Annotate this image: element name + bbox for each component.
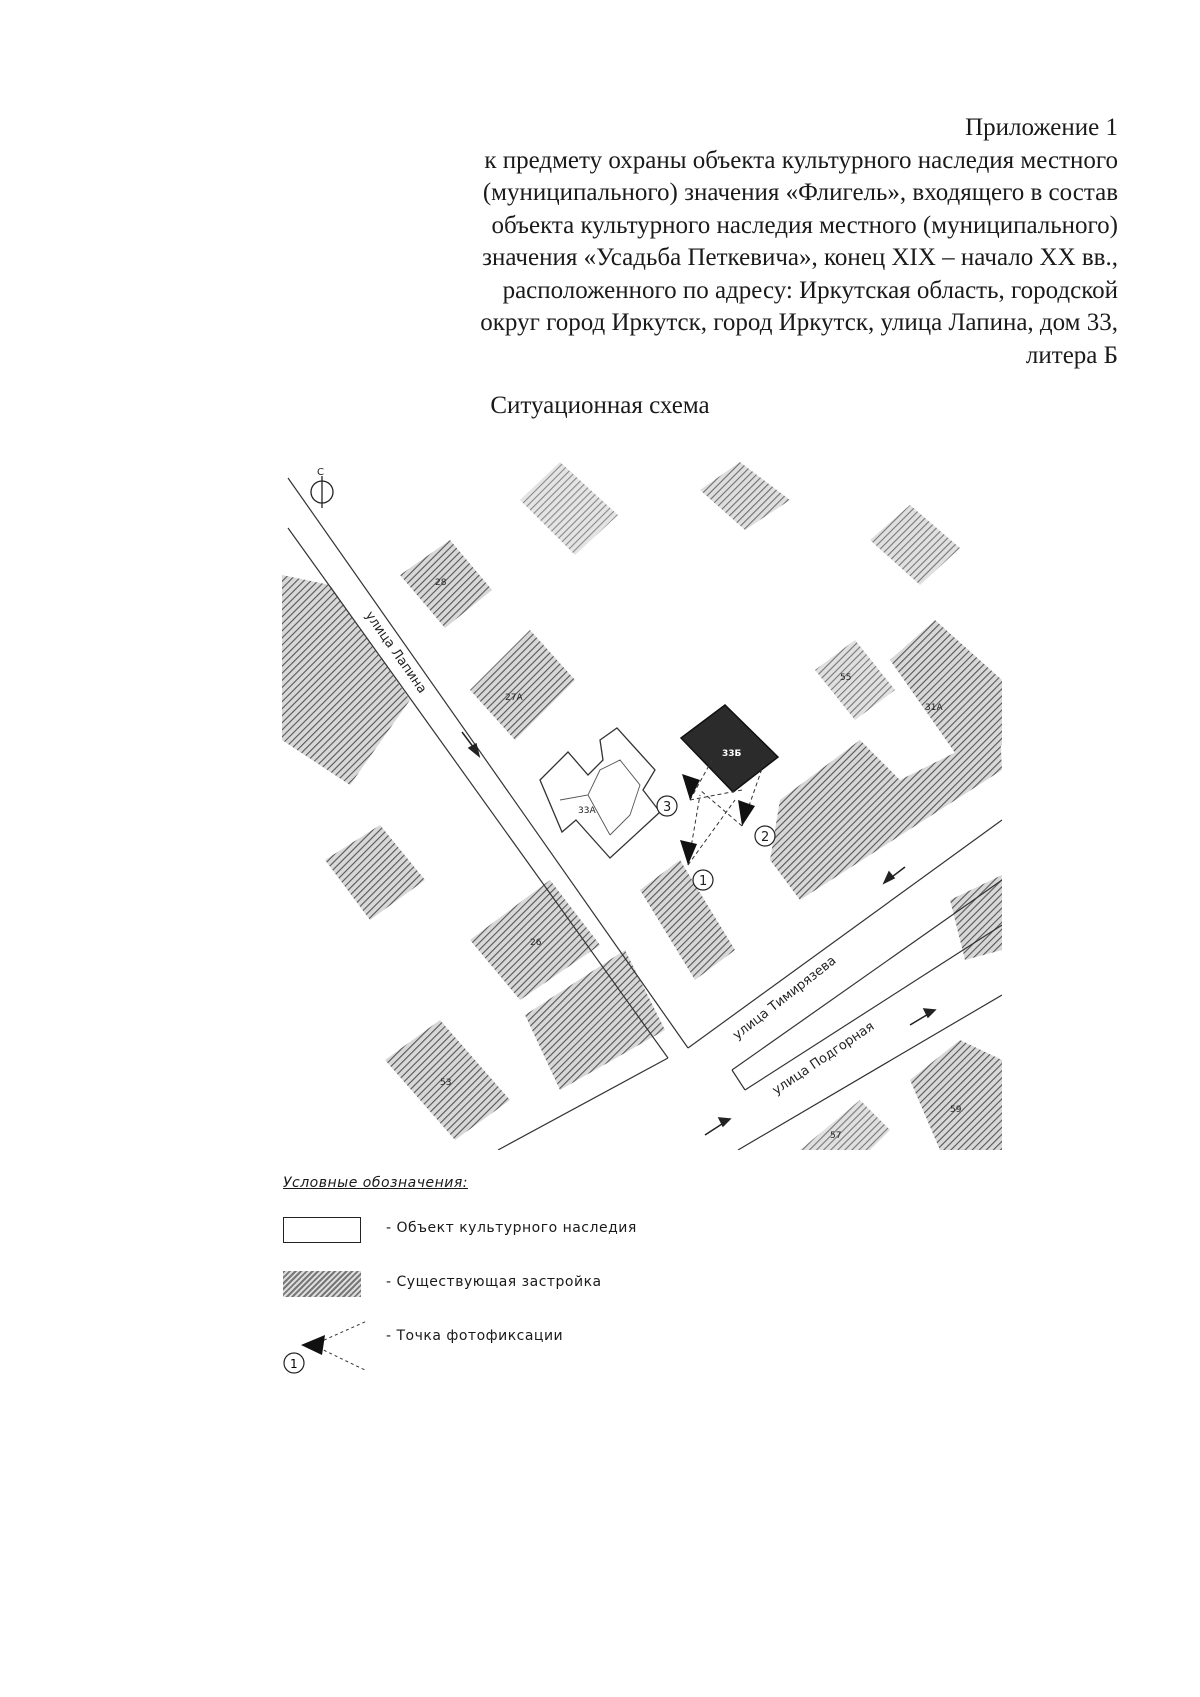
photo-point-label-2: 2 [761,830,769,845]
heritage-swatch-icon [283,1217,361,1243]
heritage-building-33a [539,727,661,859]
existing-building [890,620,1002,760]
existing-building [525,950,665,1090]
existing-buildings [282,462,1002,1150]
legend-label: - Существующая застройка [386,1274,602,1290]
street-lines [287,477,1002,1150]
north-arrow-icon: С [310,467,334,508]
north-letter: С [317,467,324,478]
building-label-53: 53 [440,1078,451,1088]
existing-building [470,630,575,740]
header-line: литера Б [1025,341,1118,369]
hatch-swatch-icon [283,1271,361,1297]
header-line: (муниципального) значения «Флигель», вхо… [482,179,1118,206]
existing-building [385,1020,510,1140]
building-label-27a: 27А [505,693,523,703]
legend-marker-number: 1 [290,1357,298,1371]
existing-building [400,540,492,628]
photo-point-icon: 1 [283,1320,368,1374]
legend-item-existing: - Существующая застройка [283,1271,601,1325]
existing-building [470,880,600,1000]
existing-building [815,640,895,720]
existing-building [325,825,425,920]
existing-building [770,730,1002,900]
legend-title: Условные обозначения: [283,1175,468,1191]
appendix-header: Приложение 1 к предмету охраны объекта к… [298,112,1118,372]
building-label-59: 59 [950,1105,962,1115]
building-label-33a: 33А [578,806,596,816]
legend: Условные обозначения: - Объект культурно… [283,1175,636,1379]
photo-point-label-1: 1 [699,874,707,889]
existing-building [950,875,1002,960]
header-line: округ город Иркутск, город Иркутск, улиц… [480,309,1118,336]
legend-label: - Точка фотофиксации [386,1328,564,1344]
photo-point-circles [656,795,776,891]
page-title: Ситуационная схема [490,392,710,419]
building-label-33b: 33Б [722,749,742,759]
building-label-31a: 31А [925,703,943,713]
building-label-28: 28 [435,578,447,588]
existing-building [640,860,735,980]
existing-building [910,1040,1002,1150]
subject-building-33b [679,704,780,794]
legend-item-heritage: - Объект культурного наследия [283,1217,636,1271]
existing-building [800,1100,890,1150]
street-label-podgornaya: улица Подгорная [770,1019,877,1098]
photo-sight-lines [687,759,766,866]
photo-point-markers [680,774,755,865]
roof-lines [559,759,641,836]
header-line: Приложение 1 [965,114,1118,141]
traffic-arrows [461,731,937,1136]
building-label-26: 26 [530,938,542,948]
photo-point-label-3: 3 [663,800,671,815]
existing-building [700,462,790,530]
legend-item-photo-point: 1 - Точка фотофиксации [283,1320,563,1379]
header-line: расположенного по адресу: Иркутская обла… [502,276,1118,304]
building-label-55: 55 [840,673,851,683]
header-line: значения «Усадьба Петкевича», конец XIX … [482,244,1118,271]
header-line: объекта культурного наследия местного (м… [491,211,1118,239]
building-label-57: 57 [830,1131,841,1141]
legend-label: - Объект культурного наследия [386,1220,637,1236]
existing-building [282,575,410,785]
street-label-timiryazeva: улица Тимирязева [730,953,839,1043]
existing-building [520,462,618,555]
header-line: к предмету охраны объекта культурного на… [484,146,1118,174]
existing-building [870,505,960,585]
